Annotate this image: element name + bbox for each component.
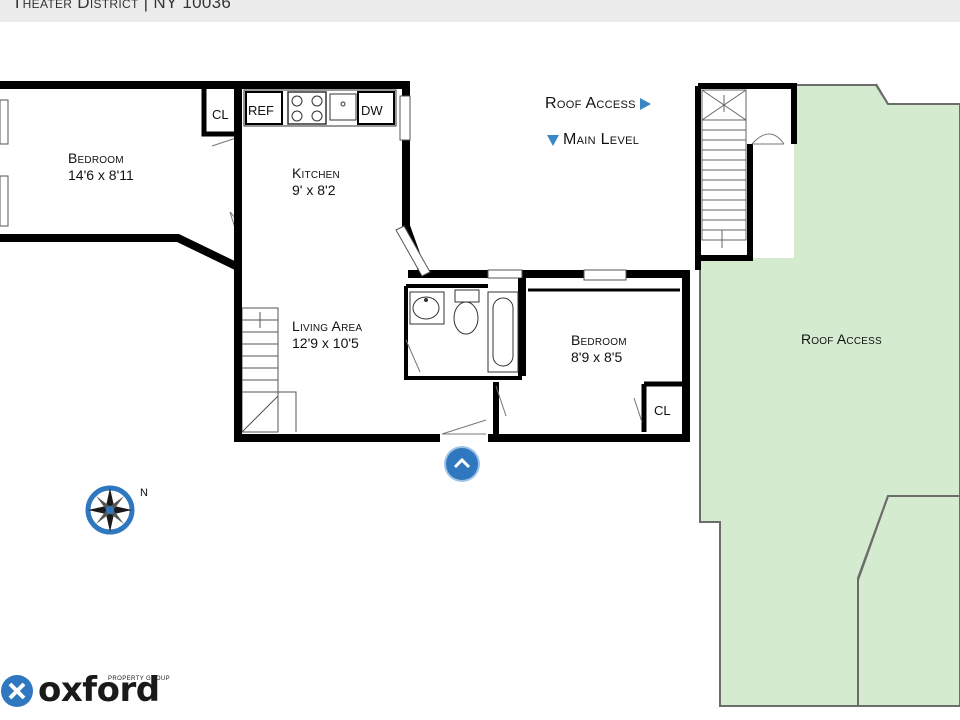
toilet-icon	[453, 289, 480, 335]
bedroom2-window	[583, 269, 627, 281]
stove-icon	[287, 91, 327, 125]
sink-icon	[329, 93, 357, 121]
dishwasher	[357, 91, 395, 125]
triangle-down-icon	[547, 134, 559, 146]
triangle-right-icon	[639, 98, 651, 110]
legend-roof-access: Roof Access	[545, 95, 651, 113]
bedroom2-walls	[493, 278, 525, 438]
roof-outline-right	[875, 83, 960, 105]
bedroom2-dims: 8'9 x 8'5	[571, 349, 623, 365]
oxford-logo	[1, 675, 33, 707]
roof-stair-walls	[695, 83, 797, 270]
location-title: Theater District | NY 10036	[12, 0, 232, 12]
refrigerator-label: REF	[248, 103, 274, 118]
bathroom-door	[405, 339, 421, 373]
logo-subtitle: PROPERTY GROUP	[108, 676, 171, 682]
bedroom2-closet-door	[633, 397, 643, 423]
roof-stairs	[701, 89, 747, 248]
logo-wordmark: oxford	[38, 670, 160, 710]
bedroom2-name: Bedroom	[571, 332, 627, 348]
living-name: Living Area	[292, 318, 363, 334]
bedroom1-window-lower	[0, 175, 9, 227]
dishwasher-label: DW	[361, 103, 383, 118]
closet2-label: CL	[654, 403, 671, 418]
kitchen-name: Kitchen	[292, 165, 340, 181]
legend-roof-access-text: Roof Access	[545, 95, 636, 112]
roof-door-swing	[751, 133, 785, 145]
header-bar: Theater District | NY 10036	[0, 0, 960, 22]
bedroom1-closet-walls	[201, 86, 238, 137]
refrigerator	[245, 91, 283, 125]
view-direction-icon	[446, 448, 478, 480]
kitchen-dims: 9' x 8'2	[292, 182, 336, 198]
bedroom1-window-upper	[0, 99, 9, 145]
roof-name: Roof Access	[801, 331, 882, 347]
living-dims: 12'9 x 10'5	[292, 335, 359, 351]
closet1-label: CL	[212, 107, 229, 122]
legend-main-level-text: Main Level	[563, 131, 640, 148]
bathtub-icon	[487, 291, 519, 373]
bedroom2-closet-walls	[641, 381, 686, 432]
bedroom1-name: Bedroom	[68, 150, 124, 166]
bedroom2-door	[495, 385, 507, 417]
bathroom-walls	[404, 284, 522, 380]
legend-main-level: Main Level	[547, 131, 639, 149]
kitchen-angled-window	[395, 225, 431, 277]
roof-label: Roof Access	[801, 331, 882, 348]
bedroom1-dims: 14'6 x 8'11	[68, 167, 134, 183]
chevron-up-icon	[453, 457, 471, 469]
compass-north-label: N	[140, 487, 148, 499]
bedroom2-label: Bedroom 8'9 x 8'5	[571, 332, 627, 366]
living-label: Living Area 12'9 x 10'5	[292, 318, 362, 352]
living-stairs	[241, 307, 297, 433]
bathroom-window	[487, 269, 523, 279]
roof-outline-bottom	[700, 495, 960, 707]
bedroom1-label: Bedroom 14'6 x 8'11	[68, 150, 134, 184]
bathroom-sink-icon	[409, 291, 445, 325]
bedroom1-closet-door	[211, 137, 237, 147]
kitchen-window	[399, 95, 411, 141]
kitchen-label: Kitchen 9' x 8'2	[292, 165, 340, 199]
entry-door	[441, 419, 487, 435]
compass-rose-icon: N	[85, 485, 148, 535]
